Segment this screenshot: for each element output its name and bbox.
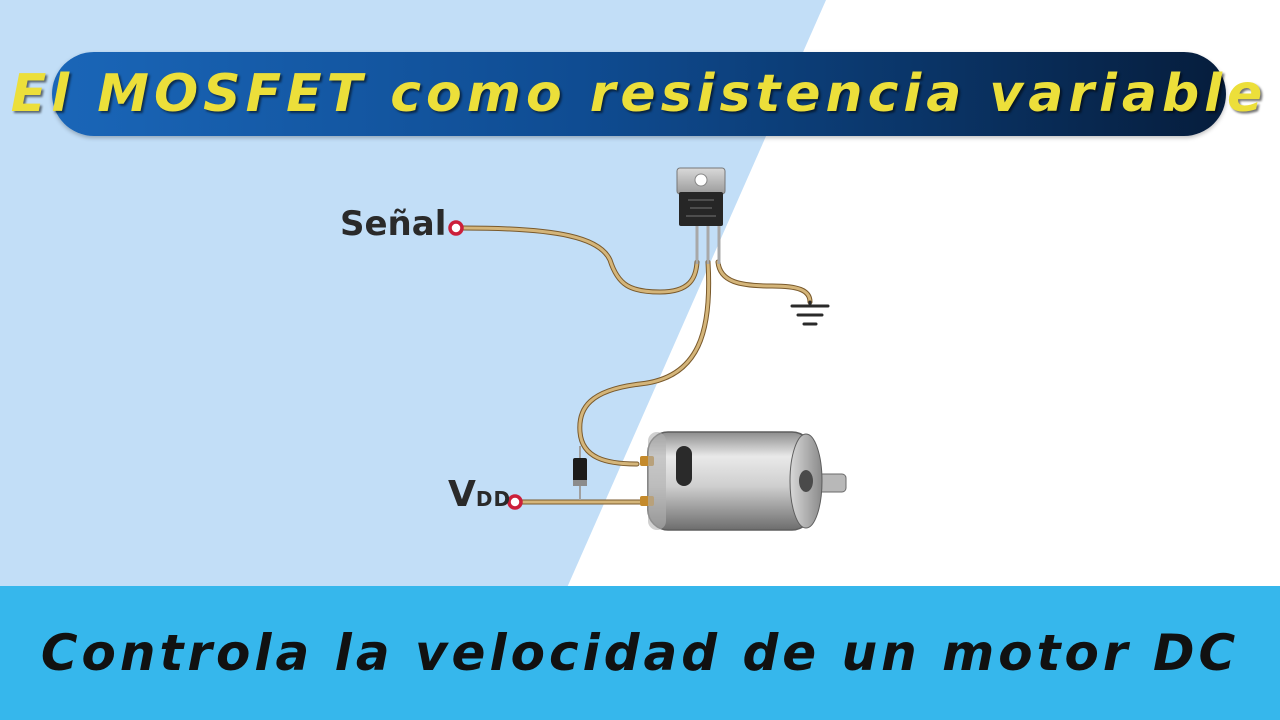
diode-icon xyxy=(573,446,587,500)
vdd-label-subscript: DD xyxy=(475,487,512,511)
dc-motor-icon xyxy=(640,431,847,531)
ground-icon xyxy=(790,300,830,326)
terminal-icon xyxy=(448,220,464,236)
vdd-label: VDD xyxy=(448,474,511,515)
circuit-diagram xyxy=(448,167,847,531)
title-banner: El MOSFET como resistencia variable xyxy=(11,52,1262,136)
footer-band: Controla la velocidad de un motor DC xyxy=(0,586,1280,720)
mosfet-icon xyxy=(676,167,726,264)
title-text: El MOSFET como resistencia variable xyxy=(10,64,1268,124)
footer-text: Controla la velocidad de un motor DC xyxy=(40,624,1240,682)
wires xyxy=(460,225,813,505)
vdd-label-main: V xyxy=(448,474,476,515)
signal-label: Señal xyxy=(340,204,447,244)
terminal-icon xyxy=(507,494,523,510)
